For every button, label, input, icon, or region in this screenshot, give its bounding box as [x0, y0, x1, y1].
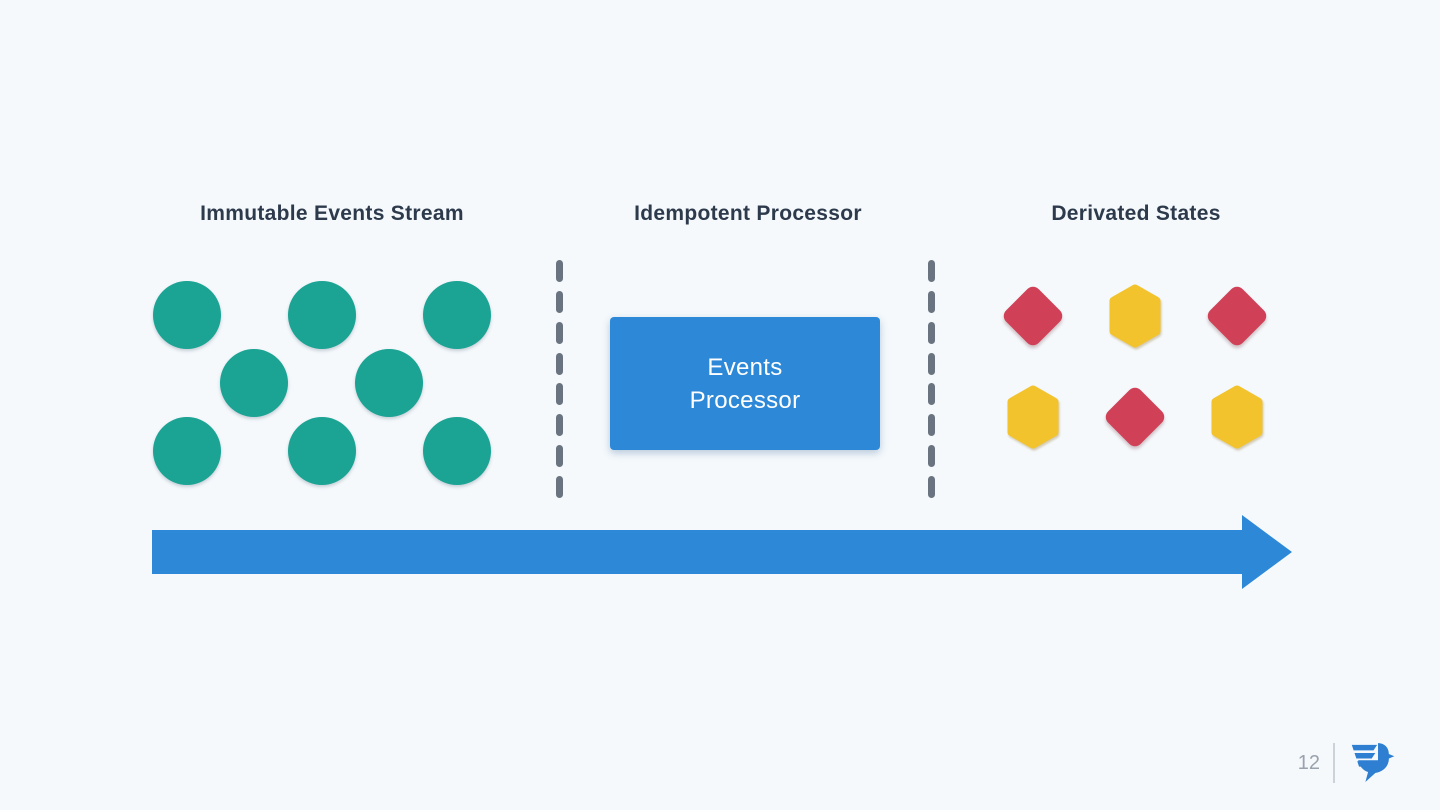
- state-diamond: [1102, 384, 1168, 450]
- state-hexagon: [1211, 385, 1263, 449]
- bird-logo: [1351, 743, 1395, 782]
- processor-box-line-2: Processor: [689, 386, 801, 414]
- flow-arrow-body: [152, 530, 1242, 574]
- divider-dash: [556, 414, 563, 437]
- event-circle: [423, 417, 491, 485]
- event-circle: [153, 417, 221, 485]
- event-circle: [423, 281, 491, 349]
- dashed-divider-right: [928, 260, 935, 498]
- state-hexagon: [1109, 284, 1161, 348]
- column-title-idempotent-processor: Idempotent Processor: [634, 202, 862, 225]
- column-title-immutable-events-stream: Immutable Events Stream: [200, 202, 464, 225]
- divider-dash: [556, 445, 563, 468]
- divider-dash: [556, 383, 563, 406]
- event-circle: [355, 349, 423, 417]
- event-circle: [220, 349, 288, 417]
- state-diamond: [1000, 283, 1066, 349]
- column-title-derivated-states: Derivated States: [1051, 202, 1221, 225]
- state-hexagon: [1007, 385, 1059, 449]
- divider-dash: [928, 383, 935, 406]
- divider-dash: [928, 352, 935, 375]
- state-diamond: [1204, 283, 1270, 349]
- slide-footer: 12: [1298, 740, 1397, 786]
- divider-dash: [928, 414, 935, 437]
- divider-dash: [556, 475, 563, 498]
- dashed-divider-left: [556, 260, 563, 498]
- divider-dash: [928, 445, 935, 468]
- divider-dash: [928, 290, 935, 313]
- divider-dash: [556, 321, 563, 344]
- divider-dash: [556, 352, 563, 375]
- footer-divider-line: [1333, 743, 1335, 783]
- divider-dash: [928, 475, 935, 498]
- events-processor-box: Events Processor: [610, 317, 880, 450]
- divider-dash: [928, 321, 935, 344]
- divider-dash: [928, 260, 935, 282]
- event-circle: [288, 281, 356, 349]
- divider-dash: [556, 260, 563, 282]
- divider-dash: [556, 290, 563, 313]
- event-circle: [153, 281, 221, 349]
- page-number: 12: [1297, 751, 1320, 774]
- event-circle: [288, 417, 356, 485]
- processor-box-line-1: Events: [707, 353, 783, 381]
- flow-arrow-head: [1242, 515, 1292, 589]
